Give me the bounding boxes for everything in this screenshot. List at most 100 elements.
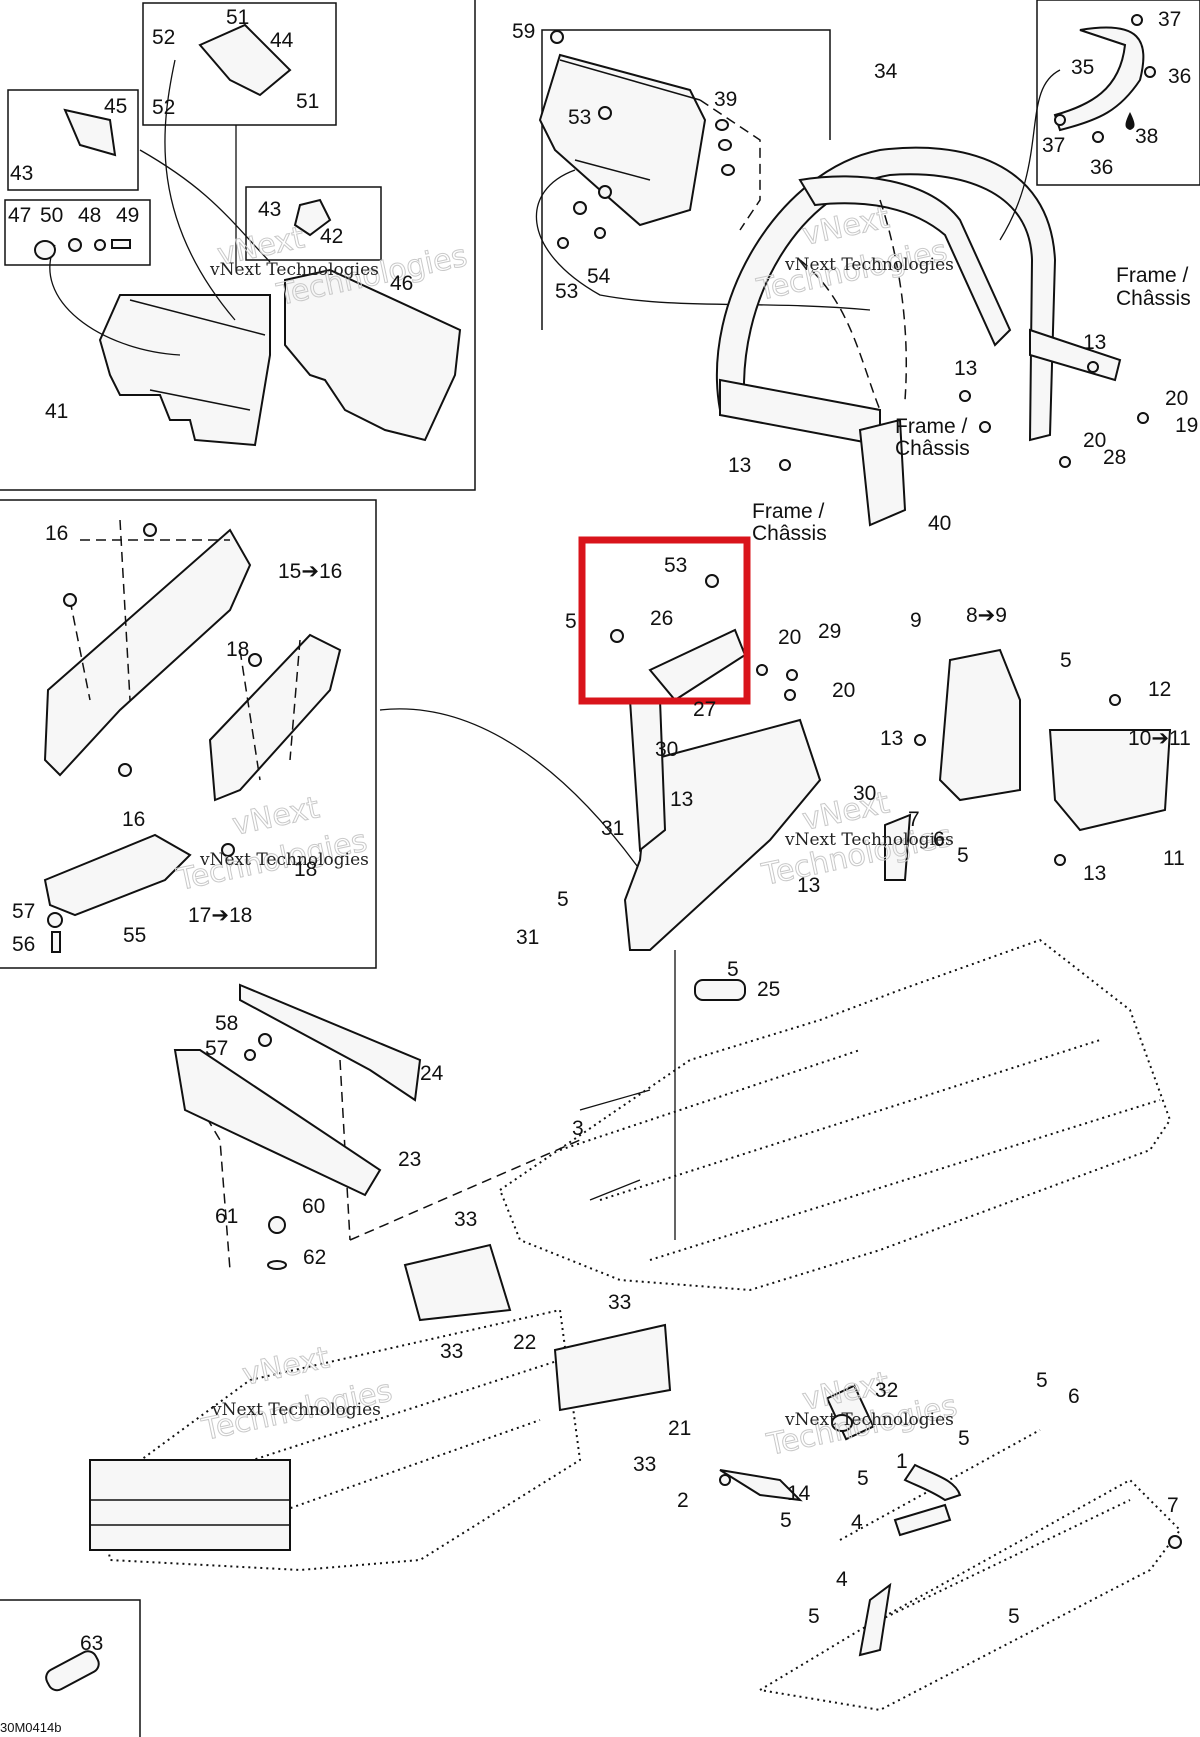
callouts-right-panel: 9 8➔9 5 12 10➔11 13 11 13 — [880, 604, 1191, 885]
watermark-ghost-9: vNext — [239, 1340, 332, 1393]
callout-57: 57 — [205, 1037, 228, 1060]
lower-loose-parts — [45, 983, 1182, 1692]
callout-16: 16 — [45, 522, 68, 545]
callout-60: 60 — [302, 1195, 325, 1218]
bracket-44 — [198, 23, 292, 97]
tube-63 — [45, 1650, 100, 1692]
callout-44: 44 — [270, 29, 294, 52]
inset-brace — [1053, 14, 1156, 143]
frame-label-mid-2: Châssis — [895, 437, 970, 460]
callout-20: 20 — [778, 626, 801, 649]
bracket-4-lower — [858, 1582, 892, 1657]
callout-29: 29 — [818, 620, 841, 643]
callout-19: 19 — [1175, 414, 1198, 437]
callout-7: 7 — [1167, 1494, 1179, 1517]
bracket-26 — [648, 628, 747, 702]
steering-column-support — [623, 718, 822, 951]
callouts-center: 53 26 5 20 29 20 27 30 13 31 30 7 6 5 13… — [516, 554, 969, 1001]
frame-label-mid-1: Frame / — [895, 415, 968, 438]
callout-28: 28 — [1103, 446, 1126, 469]
callout-5: 5 — [557, 888, 569, 911]
callout-5: 5 — [1060, 649, 1072, 672]
callout-12: 12 — [1148, 678, 1171, 701]
frame-label-top-1: Frame / — [1116, 264, 1189, 287]
callout-53: 53 — [555, 280, 578, 303]
spacer-47 — [34, 240, 56, 260]
bracket-4-upper — [893, 1503, 952, 1537]
callout-20: 20 — [1083, 429, 1106, 452]
callout-13: 13 — [1083, 862, 1106, 885]
inset-front-panels — [34, 23, 462, 447]
callout-62: 62 — [303, 1246, 326, 1269]
callout-30: 30 — [655, 738, 678, 761]
callout-13: 13 — [880, 727, 903, 750]
callout-24: 24 — [420, 1062, 444, 1085]
callout-49: 49 — [116, 204, 139, 227]
callout-40: 40 — [928, 512, 951, 535]
bulkhead-panel — [538, 53, 707, 227]
rollbar-crossmember — [719, 378, 881, 447]
callout-51: 51 — [226, 6, 249, 29]
callout-3: 3 — [572, 1117, 584, 1140]
callout-52: 52 — [152, 96, 175, 119]
bracket-42 — [293, 198, 332, 237]
callouts-inset-c: 37 35 36 37 38 36 — [1042, 8, 1191, 179]
callout-13: 13 — [797, 874, 820, 897]
skid-plate-55 — [43, 833, 192, 917]
callout-7: 7 — [908, 808, 920, 831]
inset-bulkhead — [535, 30, 871, 311]
callout-23: 23 — [398, 1148, 421, 1171]
cover-21 — [553, 1323, 672, 1412]
callout-33: 33 — [440, 1340, 463, 1363]
callout-18: 18 — [226, 638, 249, 661]
callout-56: 56 — [12, 933, 35, 956]
callout-13: 13 — [728, 454, 751, 477]
callout-5: 5 — [857, 1467, 869, 1490]
callout-21: 21 — [668, 1417, 691, 1440]
callout-18: 18 — [294, 858, 317, 881]
watermark-2: vNext Technologies — [784, 255, 954, 275]
callout-6: 6 — [1068, 1385, 1080, 1408]
panel-16 — [43, 528, 252, 777]
callout-36: 36 — [1090, 156, 1113, 179]
callouts-rollbar: 34 13 13 20 19 20 28 13 40 — [728, 60, 1198, 535]
callout-22: 22 — [513, 1331, 536, 1354]
callout-13: 13 — [954, 357, 977, 380]
watermark-6: vNext Technologies — [784, 1410, 954, 1430]
callout-10-11: 10➔11 — [1128, 727, 1191, 750]
watermark-1: vNext Technologies — [209, 260, 379, 280]
callouts-inset-d: 16 15➔16 18 16 18 17➔18 57 55 56 — [12, 522, 342, 956]
callout-46: 46 — [390, 272, 413, 295]
callout-14: 14 — [787, 1482, 811, 1505]
watermark-3: vNext Technologies — [199, 850, 369, 870]
callout-31: 31 — [516, 926, 539, 949]
callout-30: 30 — [853, 782, 876, 805]
callout-53: 53 — [568, 106, 591, 129]
callout-15-16: 15➔16 — [278, 560, 342, 583]
rollbar-foot — [858, 418, 907, 527]
callout-5: 5 — [727, 958, 739, 981]
callout-54: 54 — [587, 265, 611, 288]
duct-10 — [1048, 729, 1172, 832]
callout-52: 52 — [152, 26, 175, 49]
callout-48: 48 — [78, 204, 101, 227]
callout-37: 37 — [1158, 8, 1181, 31]
frame-labels: Frame / Châssis Frame / Châssis Frame / … — [752, 264, 1191, 545]
callout-6: 6 — [933, 828, 945, 851]
drawing-code: 30M0414b — [0, 1720, 61, 1735]
callouts-inset-b: 59 39 53 53 54 — [512, 20, 737, 303]
callout-13: 13 — [1083, 331, 1106, 354]
highlight-box — [578, 536, 751, 705]
callout-5: 5 — [808, 1605, 820, 1628]
callout-43: 43 — [10, 162, 33, 185]
callout-43: 43 — [258, 198, 281, 221]
callout-50: 50 — [40, 204, 63, 227]
panel-18 — [208, 633, 342, 802]
callout-38: 38 — [1135, 125, 1158, 148]
callout-57: 57 — [12, 900, 35, 923]
callout-11: 11 — [1163, 847, 1185, 870]
callout-32: 32 — [875, 1379, 898, 1402]
callout-9: 9 — [910, 609, 922, 632]
